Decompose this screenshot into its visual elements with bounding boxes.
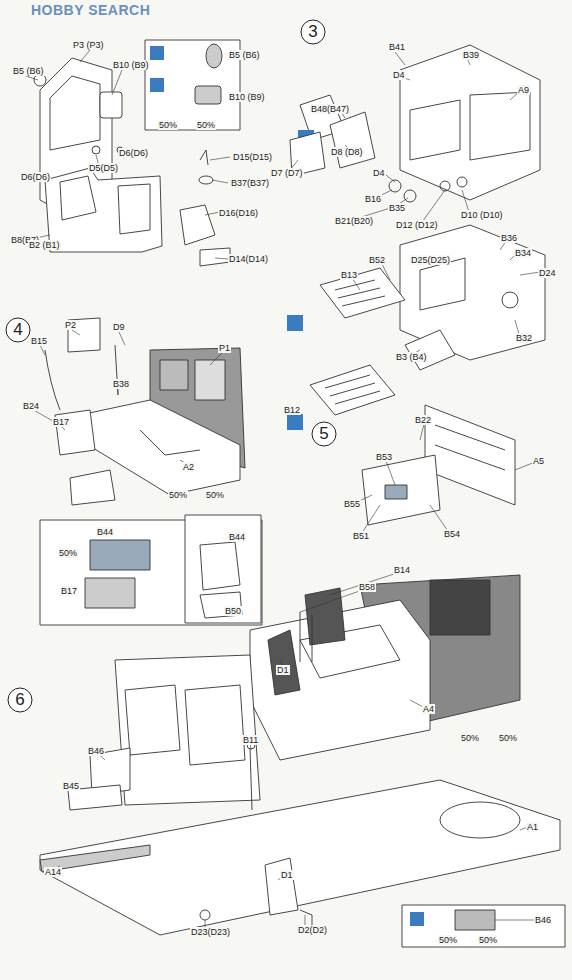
part-label: B44 [96,527,114,537]
part-label: D9 [112,322,126,332]
part-label: 50% [478,935,498,945]
step-number: 4 [5,317,31,343]
step-number-text: 4 [5,317,31,343]
part-label: D16(D16) [218,208,259,218]
part-label: P1 [218,343,231,353]
part-label: 50% [460,733,480,743]
part-label: B36 [500,233,518,243]
part-label: 50% [168,490,188,500]
part-label: D12 (D12) [395,220,439,230]
part-label: P3 (P3) [72,40,105,50]
step-number: 5 [311,421,337,447]
part-label: D25(D25) [410,255,451,265]
part-label: 50% [438,935,458,945]
part-label: B51 [352,531,370,541]
part-label: D1 [280,870,294,880]
step-number-text: 6 [7,687,33,713]
part-label: B2 (B1) [28,240,61,250]
part-label: B48(B47) [310,104,350,114]
step-number-text: 3 [300,19,326,45]
part-label: 50% [196,120,216,130]
part-label: B10 (B9) [228,92,266,102]
part-label: B32 [515,333,533,343]
part-label: B22 [414,415,432,425]
part-label: B55 [343,499,361,509]
part-label: B39 [462,50,480,60]
part-label: D24 [538,268,557,278]
part-label: B15 [30,336,48,346]
part-label: B16 [364,194,382,204]
part-label: B17 [52,417,70,427]
part-label: B45 [62,781,80,791]
step-number-text: 5 [311,421,337,447]
part-label: B24 [22,401,40,411]
part-label: D6(D6) [118,148,149,158]
part-label: D10 (D10) [460,210,504,220]
part-label: A4 [422,704,435,714]
part-label: B44 [228,532,246,542]
part-label: B46 [87,746,105,756]
part-label: B10 (B9) [112,60,150,70]
part-label: B14 [393,565,411,575]
part-label: A9 [517,85,530,95]
part-label: A2 [182,462,195,472]
part-label: B17 [60,586,78,596]
part-label: D1 [276,665,290,675]
part-label: B11 [242,735,259,745]
part-label: B58 [358,582,376,592]
part-label: D5(D5) [88,163,119,173]
part-label: B5 (B6) [228,50,261,60]
part-label: D15(D15) [232,152,273,162]
part-label: B37(B37) [230,178,270,188]
part-label: B53 [375,452,393,462]
part-label: D4 [372,168,386,178]
part-label: A14 [44,867,62,877]
part-label: P2 [64,320,77,330]
part-label: 50% [158,120,178,130]
watermark: HOBBY SEARCH [30,2,151,18]
part-label: B38 [112,379,130,389]
part-label: B34 [514,248,532,258]
step-number: 3 [300,19,326,45]
part-label: B13 [340,270,358,280]
part-label: B3 (B4) [395,352,428,362]
part-label: 50% [498,733,518,743]
part-label: 50% [58,548,78,558]
part-label: 50% [205,490,225,500]
part-label: B35 [388,203,406,213]
part-label: D8 (D8) [330,147,364,157]
part-label: B5 (B6) [12,66,45,76]
part-label: D2(D2) [297,925,328,935]
part-label: B41 [388,42,406,52]
part-label: B12 [283,405,301,415]
step-number: 6 [7,687,33,713]
part-label: B46 [534,915,552,925]
part-label: B50 [224,606,242,616]
part-label: B52 [368,255,386,265]
part-label: D7 (D7) [270,168,304,178]
part-label: D23(D23) [190,927,231,937]
part-label: A5 [532,456,545,466]
part-label: D14(D14) [228,254,269,264]
part-label: B21(B20) [334,216,374,226]
part-label: A1 [526,822,539,832]
part-label: B54 [443,529,461,539]
part-label: D6(D6) [20,172,51,182]
part-label: D4 [392,70,406,80]
